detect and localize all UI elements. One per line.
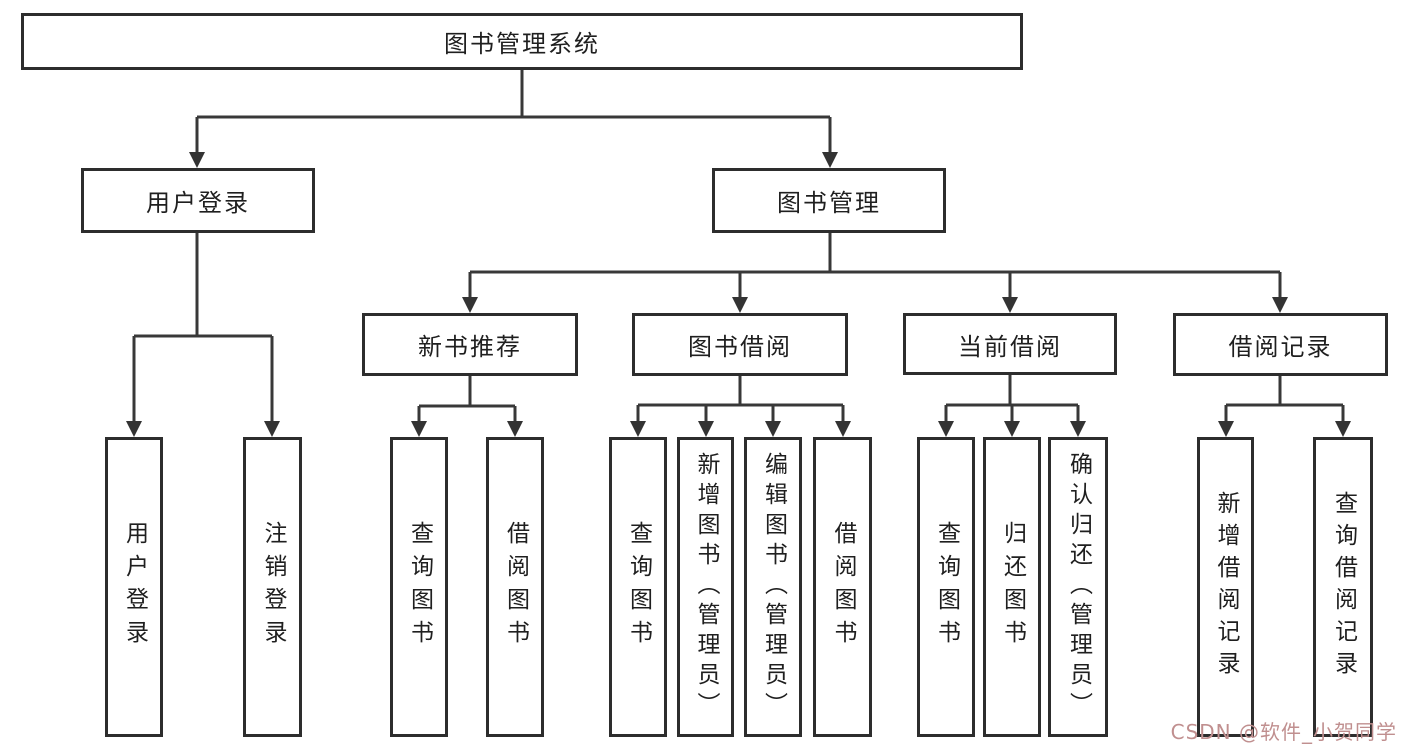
leaf-return-book: 归还图书 (983, 437, 1041, 737)
node-book-borrow: 图书借阅 (632, 313, 848, 376)
leaf-user-login: 用户登录 (105, 437, 163, 737)
leaf-borrow-books-2-label: 借阅图书 (830, 521, 856, 653)
leaf-query-books-1-label: 查询图书 (406, 521, 433, 653)
csdn-watermark: CSDN @软件_小贺同学 (1170, 720, 1397, 744)
leaf-query-books-3-label: 查询图书 (933, 521, 960, 653)
leaf-add-borrow-record: 新增借阅记录 (1197, 437, 1254, 737)
leaf-borrow-books-1-label: 借阅图书 (502, 521, 529, 653)
node-current-borrow: 当前借阅 (903, 313, 1117, 375)
node-borrow-records: 借阅记录 (1173, 313, 1388, 376)
node-root-label: 图书管理系统 (444, 30, 600, 58)
leaf-add-book-admin-label: 新增图书（管理员） (693, 452, 719, 722)
node-new-book-recommend-label: 新书推荐 (418, 333, 522, 361)
leaf-query-borrow-record-label: 查询借阅记录 (1330, 491, 1357, 683)
leaf-add-book-admin: 新增图书（管理员） (677, 437, 734, 737)
node-book-borrow-label: 图书借阅 (688, 333, 792, 361)
leaf-query-books-1: 查询图书 (390, 437, 448, 737)
leaf-user-login-label: 用户登录 (121, 521, 148, 653)
leaf-borrow-books-2: 借阅图书 (813, 437, 872, 737)
leaf-confirm-return-admin: 确认归还（管理员） (1048, 437, 1108, 737)
leaf-query-books-3: 查询图书 (917, 437, 975, 737)
leaf-edit-book-admin-label: 编辑图书（管理员） (760, 452, 787, 722)
node-current-borrow-label: 当前借阅 (958, 332, 1062, 361)
leaf-query-books-2: 查询图书 (609, 437, 667, 737)
leaf-add-borrow-record-label: 新增借阅记录 (1213, 491, 1239, 683)
leaf-logout: 注销登录 (243, 437, 302, 737)
node-user-login-label: 用户登录 (146, 189, 250, 217)
leaf-query-borrow-record: 查询借阅记录 (1313, 437, 1373, 737)
leaf-confirm-return-admin-label: 确认归还（管理员） (1065, 452, 1092, 722)
leaf-borrow-books-1: 借阅图书 (486, 437, 544, 737)
leaf-edit-book-admin: 编辑图书（管理员） (744, 437, 802, 737)
node-root: 图书管理系统 (21, 13, 1023, 70)
node-user-login: 用户登录 (81, 168, 315, 233)
node-book-management: 图书管理 (712, 168, 946, 233)
leaf-logout-label: 注销登录 (260, 521, 286, 653)
leaf-return-book-label: 归还图书 (999, 521, 1026, 653)
node-new-book-recommend: 新书推荐 (362, 313, 578, 376)
node-borrow-records-label: 借阅记录 (1228, 333, 1333, 361)
leaf-query-books-2-label: 查询图书 (625, 521, 652, 653)
node-book-management-label: 图书管理 (777, 189, 881, 217)
